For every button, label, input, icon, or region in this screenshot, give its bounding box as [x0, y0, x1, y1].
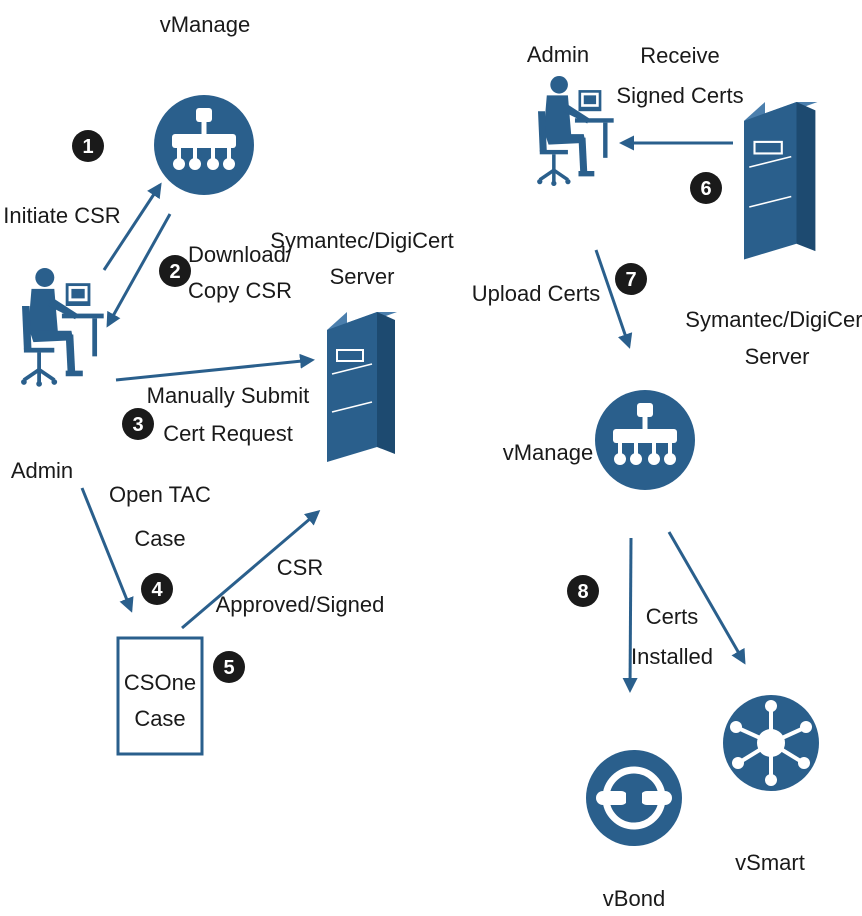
step-badge-1 [72, 130, 104, 162]
csone-case-box [116, 636, 204, 756]
step-label-installed-line1: Certs [646, 604, 699, 629]
step-label-receive-line2: Signed Certs [616, 83, 743, 108]
vmanage-right-label: vManage [503, 440, 594, 465]
step-label-open-tac-line1: Open TAC [109, 482, 211, 507]
step-label-open-tac-line2: Case [134, 526, 185, 551]
step-label-download-line1: Download/ [188, 242, 293, 267]
vsmart-label: vSmart [735, 850, 805, 875]
vmanage-icon [595, 390, 695, 490]
step-label-approved-line1: CSR [277, 555, 323, 580]
step-number-6: 6 [700, 178, 711, 200]
step-badge-7 [615, 263, 647, 295]
csone-case-label-line1: CSOne [124, 670, 196, 695]
server-icon [326, 311, 398, 463]
step-label-submit-line1: Manually Submit [147, 383, 310, 408]
step-badge-5 [213, 651, 245, 683]
step-label-upload-certs: Upload Certs [472, 281, 600, 306]
step-number-2: 2 [169, 261, 180, 283]
arrow-open-tac-case [80, 487, 134, 613]
arrow-to-vbond [622, 537, 638, 693]
csone-case-label-line2: Case [134, 706, 185, 731]
step-badge-8 [567, 575, 599, 607]
vmanage-icon [154, 95, 254, 195]
step-badge-3 [122, 408, 154, 440]
vmanage-left-label: vManage [160, 12, 251, 37]
arrow-download-csr [106, 213, 172, 328]
step-badge-6 [690, 172, 722, 204]
admin-person-icon [19, 266, 106, 389]
admin-left-label: Admin [11, 458, 73, 483]
step-label-installed-line2: Installed [631, 644, 713, 669]
arrow-csr-approved [181, 510, 321, 630]
step-number-4: 4 [151, 579, 163, 601]
step-number-5: 5 [223, 657, 234, 679]
step-number-8: 8 [577, 581, 588, 603]
arrow-to-vsmart [667, 531, 746, 665]
server-left-label-line2: Server [330, 264, 395, 289]
step-label-download-line2: Copy CSR [188, 278, 292, 303]
admin-person-icon [535, 74, 616, 188]
step-label-receive-line1: Receive [640, 43, 719, 68]
step-number-1: 1 [82, 136, 93, 158]
step-label-approved-line2: Approved/Signed [216, 592, 385, 617]
arrow-initiate-csr [102, 182, 162, 271]
vsmart-icon [723, 695, 819, 791]
server-icon [742, 100, 819, 261]
server-right-label-line1: Symantec/DigiCert [685, 307, 862, 332]
server-left-label-line1: Symantec/DigiCert [270, 228, 453, 253]
server-right-label-line2: Server [745, 344, 810, 369]
step-label-submit-line2: Cert Request [163, 421, 293, 446]
admin-right-label: Admin [527, 42, 589, 67]
step-badge-2 [159, 255, 191, 287]
step-label-initiate-csr: Initiate CSR [3, 203, 120, 228]
step-number-7: 7 [625, 269, 636, 291]
vbond-icon [586, 750, 682, 846]
arrow-submit-cert-request [115, 353, 315, 382]
step-badge-4 [141, 573, 173, 605]
step-number-3: 3 [132, 414, 143, 436]
vbond-label: vBond [603, 886, 665, 911]
arrow-upload-certs [594, 249, 633, 349]
